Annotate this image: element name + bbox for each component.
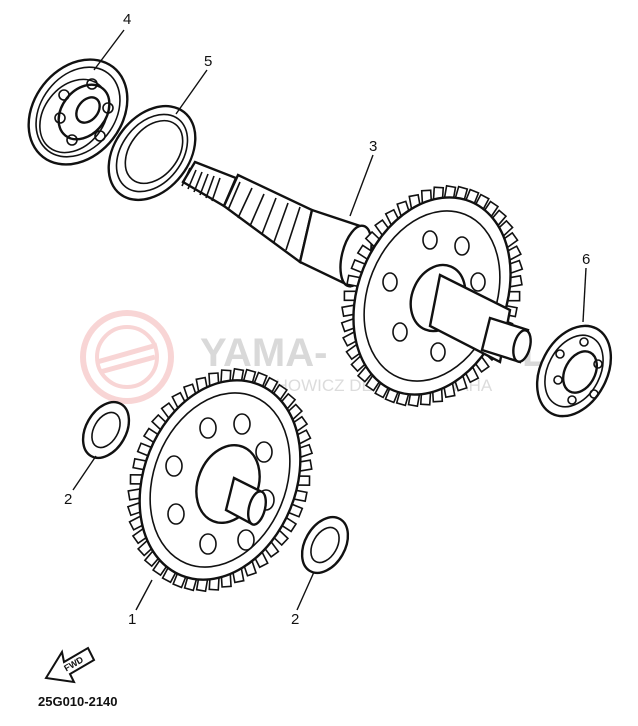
callout-part-4: 4 [123, 11, 131, 28]
callout-part-1: 1 [128, 611, 136, 628]
washer-part-2a [81, 400, 131, 460]
callout-part-2a: 2 [64, 491, 72, 508]
washer-part-2b [300, 515, 350, 575]
bearing-part-4 [27, 58, 129, 166]
callout-part-6: 6 [582, 251, 590, 268]
callout-part-2b: 2 [291, 611, 299, 628]
shaft-gear-part-3 [181, 160, 532, 408]
bearing-part-6 [535, 324, 613, 418]
gear-part-1 [126, 367, 314, 593]
leader-lines [72, 29, 587, 611]
oil-seal-part-5 [107, 104, 197, 202]
callout-part-3: 3 [369, 138, 377, 155]
callout-part-5: 5 [204, 53, 212, 70]
diagram-code: 25G010-2140 [38, 694, 118, 709]
forward-arrow-icon: FWD [44, 646, 96, 684]
watermark-logo-icon [80, 310, 174, 404]
watermark-brand: YAMA- [200, 331, 327, 375]
